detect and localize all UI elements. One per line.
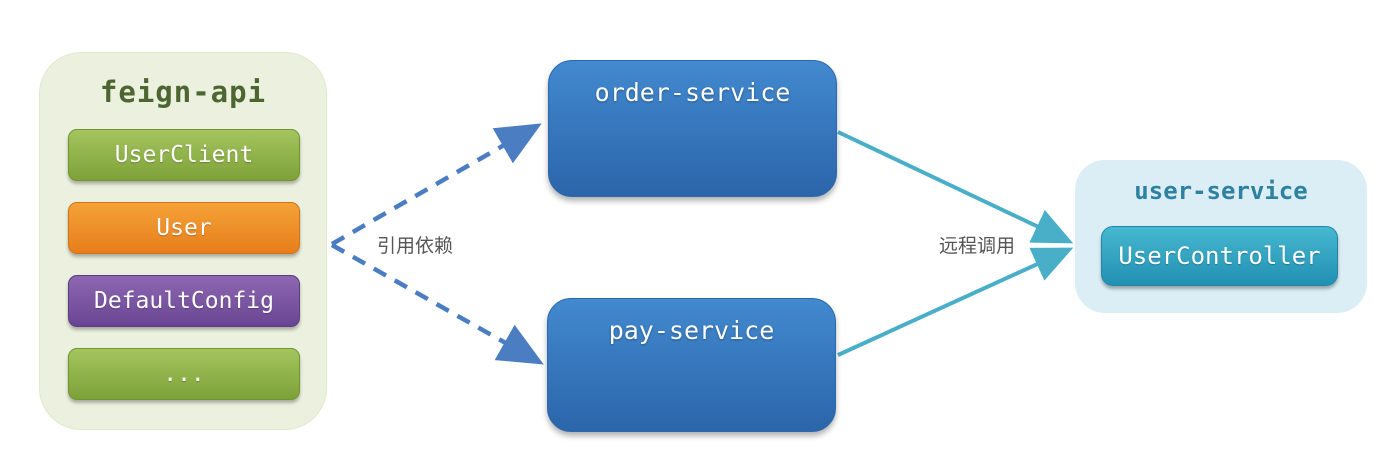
module-userclient: UserClient — [68, 129, 300, 181]
edge-label-reference-dependency: 引用依赖 — [377, 235, 454, 257]
service-box-pay: pay-service — [547, 298, 836, 432]
module-usercontroller: UserController — [1101, 226, 1338, 286]
edge-label-remote-call: 远程调用 — [939, 235, 1016, 257]
service-box-order: order-service — [548, 60, 837, 197]
module-defaultconfig: DefaultConfig — [68, 275, 300, 327]
user-service-title: user-service — [1134, 177, 1308, 205]
solid-arrow-pay-to-user-service — [837, 247, 1074, 357]
feign-api-panel: feign-api UserClient User DefaultConfig … — [39, 52, 327, 430]
module-ellipsis: ... — [68, 348, 300, 400]
dashed-arrow-to-order-service — [330, 123, 542, 246]
dashed-arrow-to-pay-service — [330, 243, 544, 365]
module-user: User — [68, 202, 300, 254]
feign-api-title: feign-api — [99, 75, 267, 109]
user-service-panel: user-service UserController — [1075, 160, 1367, 313]
solid-arrow-order-to-user-service — [837, 130, 1074, 244]
